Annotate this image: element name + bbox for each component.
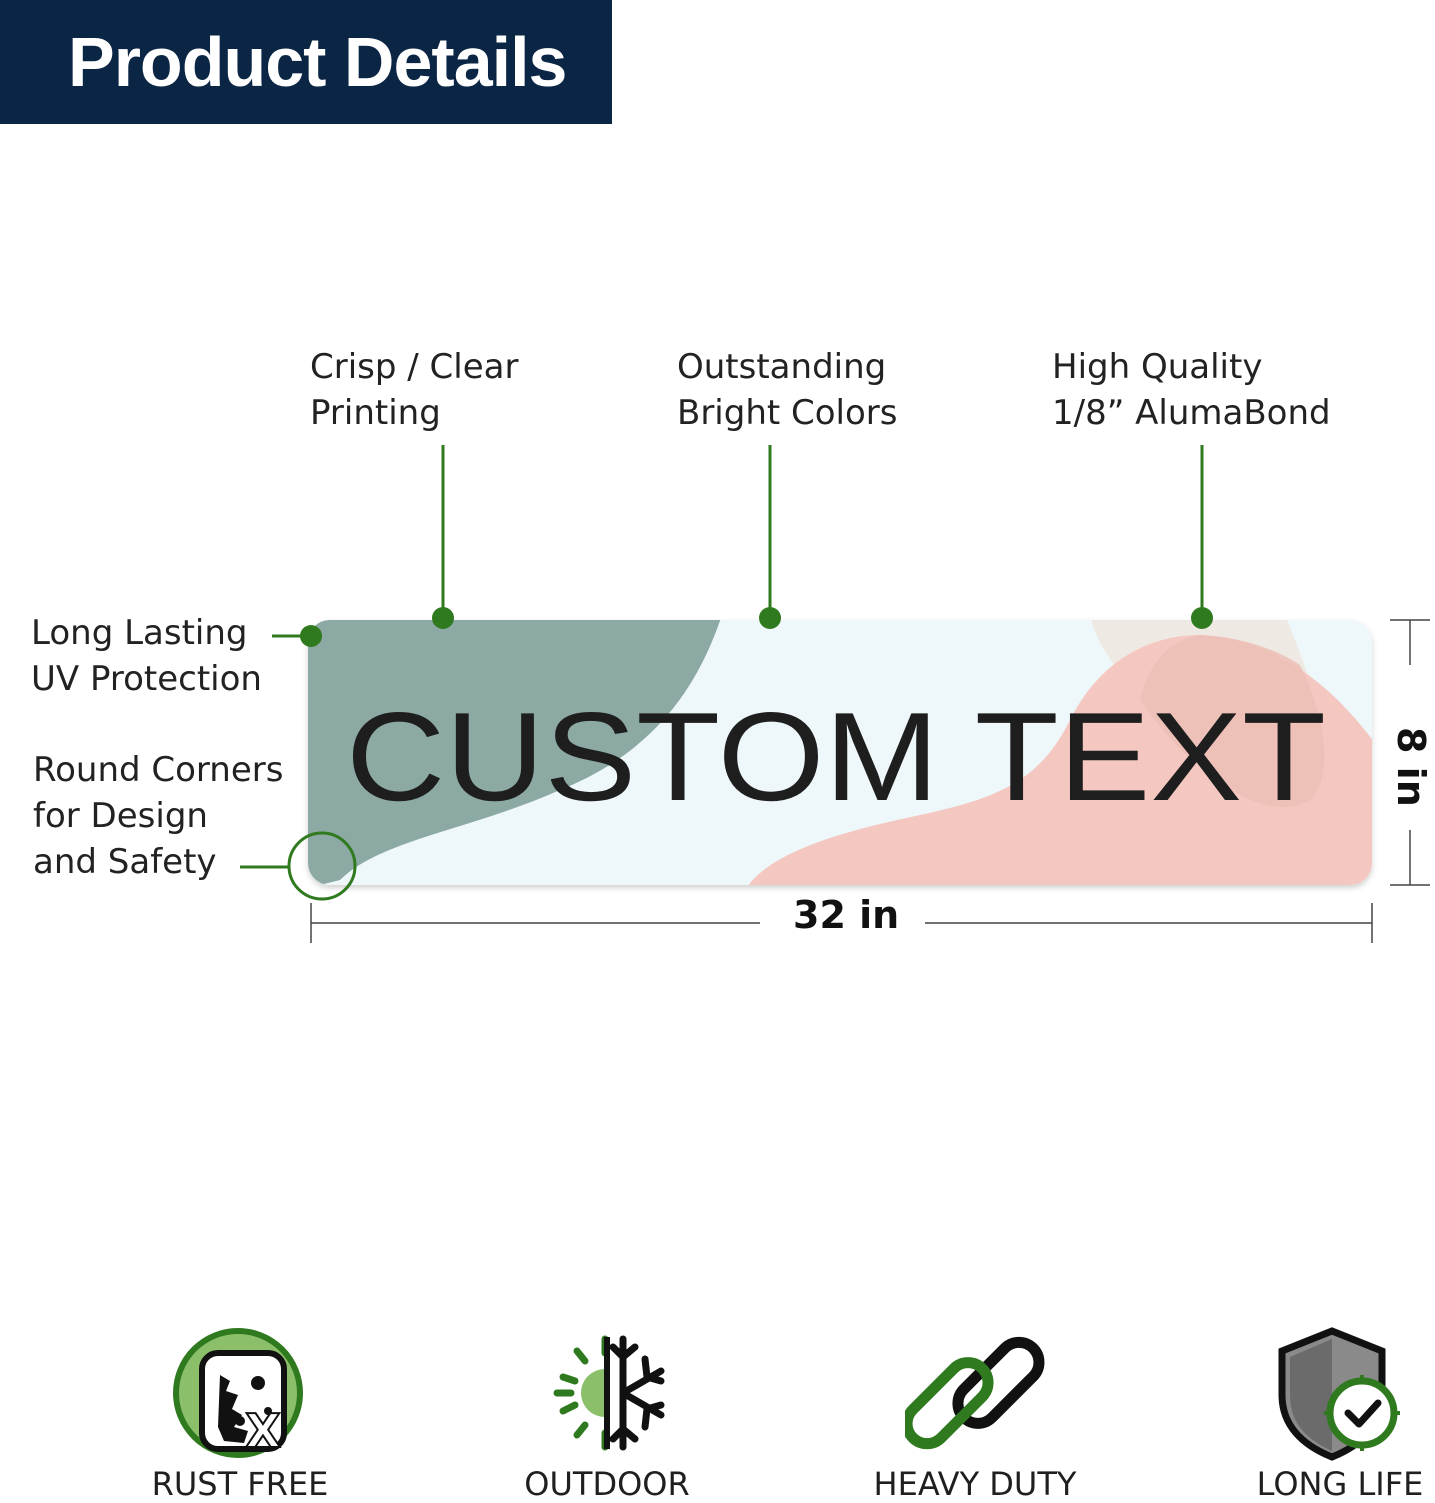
callout-uv: Long Lasting UV Protection [31,613,262,699]
svg-text:X: X [245,1404,280,1458]
sun-snowflake-icon [553,1335,665,1451]
feature-rust-free: X RUST FREE [140,1325,340,1503]
header-banner: Product Details [0,0,612,124]
shield-clock-icon [1278,1327,1400,1461]
leader-dot-material [1191,607,1213,629]
corner-highlight-circle [287,831,357,901]
sign-text: CUSTOM TEXT [346,686,1326,827]
feature-long-life: LONG LIFE [1240,1325,1435,1503]
leader-dot-uv [300,625,322,647]
sign-diagram: CUSTOM TEXT [240,445,1430,943]
feature-label-long-life: LONG LIFE [1256,1465,1424,1503]
chain-link-icon [905,1336,1045,1450]
callout-colors: Outstanding Bright Colors [677,347,898,433]
feature-heavy-duty: HEAVY DUTY [865,1325,1085,1503]
height-dimension-label: 8 in [1389,727,1433,807]
leader-dot-printing [432,607,454,629]
sage-shape [308,620,722,885]
leader-dot-colors [759,607,781,629]
page-title: Product Details [68,23,567,101]
sign-panel: CUSTOM TEXT [308,620,1372,885]
feature-label-rust-free: RUST FREE [151,1465,329,1503]
feature-label-outdoor: OUTDOOR [524,1465,690,1503]
callout-corners: Round Corners for Design and Safety [33,750,284,882]
rust-free-icon: X [173,1328,303,1459]
callout-material: High Quality 1/8” AlumaBond [1052,347,1331,433]
width-dimension-label: 32 in [793,893,900,937]
callout-printing: Crisp / Clear Printing [310,347,519,433]
feature-label-heavy-duty: HEAVY DUTY [873,1465,1077,1503]
feature-outdoor: OUTDOOR [507,1325,707,1503]
